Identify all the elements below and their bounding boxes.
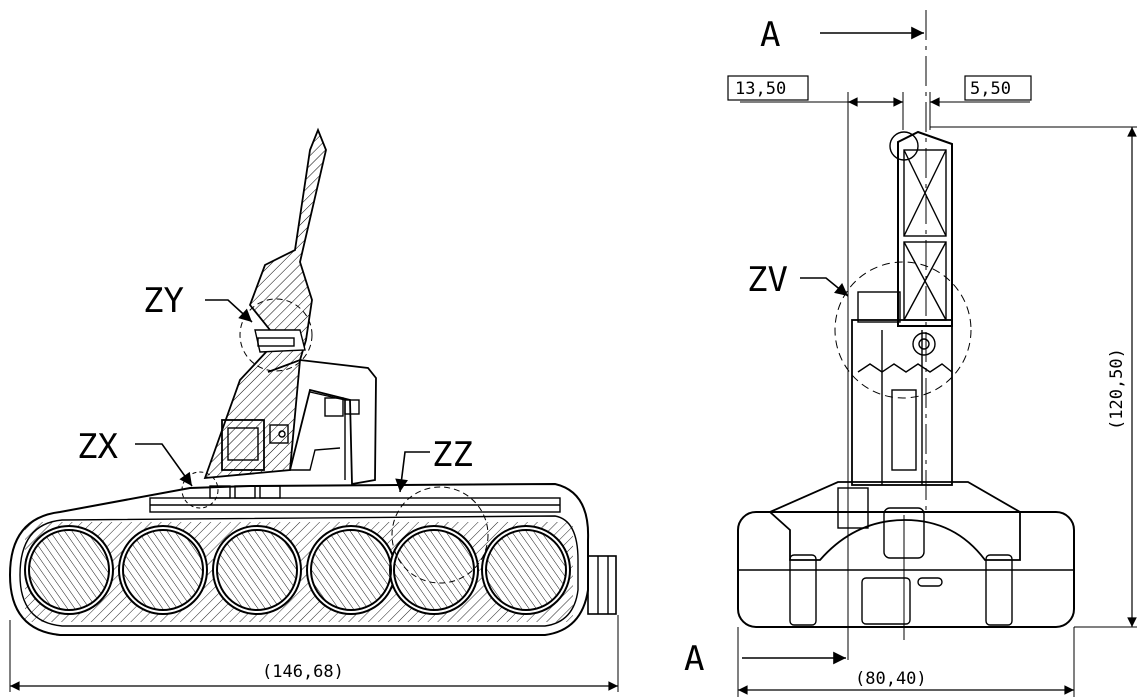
leader-zz [395,451,430,493]
dim-box-left [727,75,809,101]
dim-left-offset: 13,50 [735,79,786,99]
tower-body [851,319,953,486]
connector-block [221,419,265,471]
top-lug [889,131,919,161]
section-label-top: A [760,15,780,55]
front-view [727,10,1137,697]
end-cap [587,555,617,615]
mid-housing [768,481,1021,561]
leader-zy [205,299,253,323]
upper-housing [267,359,377,486]
dim-box-right [964,75,1032,101]
zone-circle-zx [181,471,219,509]
zone-circle-zv [834,261,972,399]
battery-body-outline [8,482,590,636]
dim-overall-width: (80,40) [855,669,927,689]
battery-body-inner [19,515,579,627]
label-zv: ZV [747,260,788,300]
leader-zv [800,277,849,297]
label-zz: ZZ [432,435,473,475]
dim-overall-height: (120,50) [1107,348,1127,430]
pivot-hole [912,332,936,356]
zone-circle-zz [391,486,489,584]
side-view [8,127,619,692]
section-label-bottom: A [684,639,704,679]
zone-circle-zy [239,298,313,372]
latch-tower [203,127,327,480]
label-zy: ZY [143,281,184,321]
battery-cells [24,525,571,615]
leader-zx [135,443,193,487]
dim-right-offset: 5,50 [970,79,1011,99]
label-zx: ZX [77,427,118,467]
dim-overall-length: (146,68) [262,662,344,682]
handle-column [897,130,953,327]
